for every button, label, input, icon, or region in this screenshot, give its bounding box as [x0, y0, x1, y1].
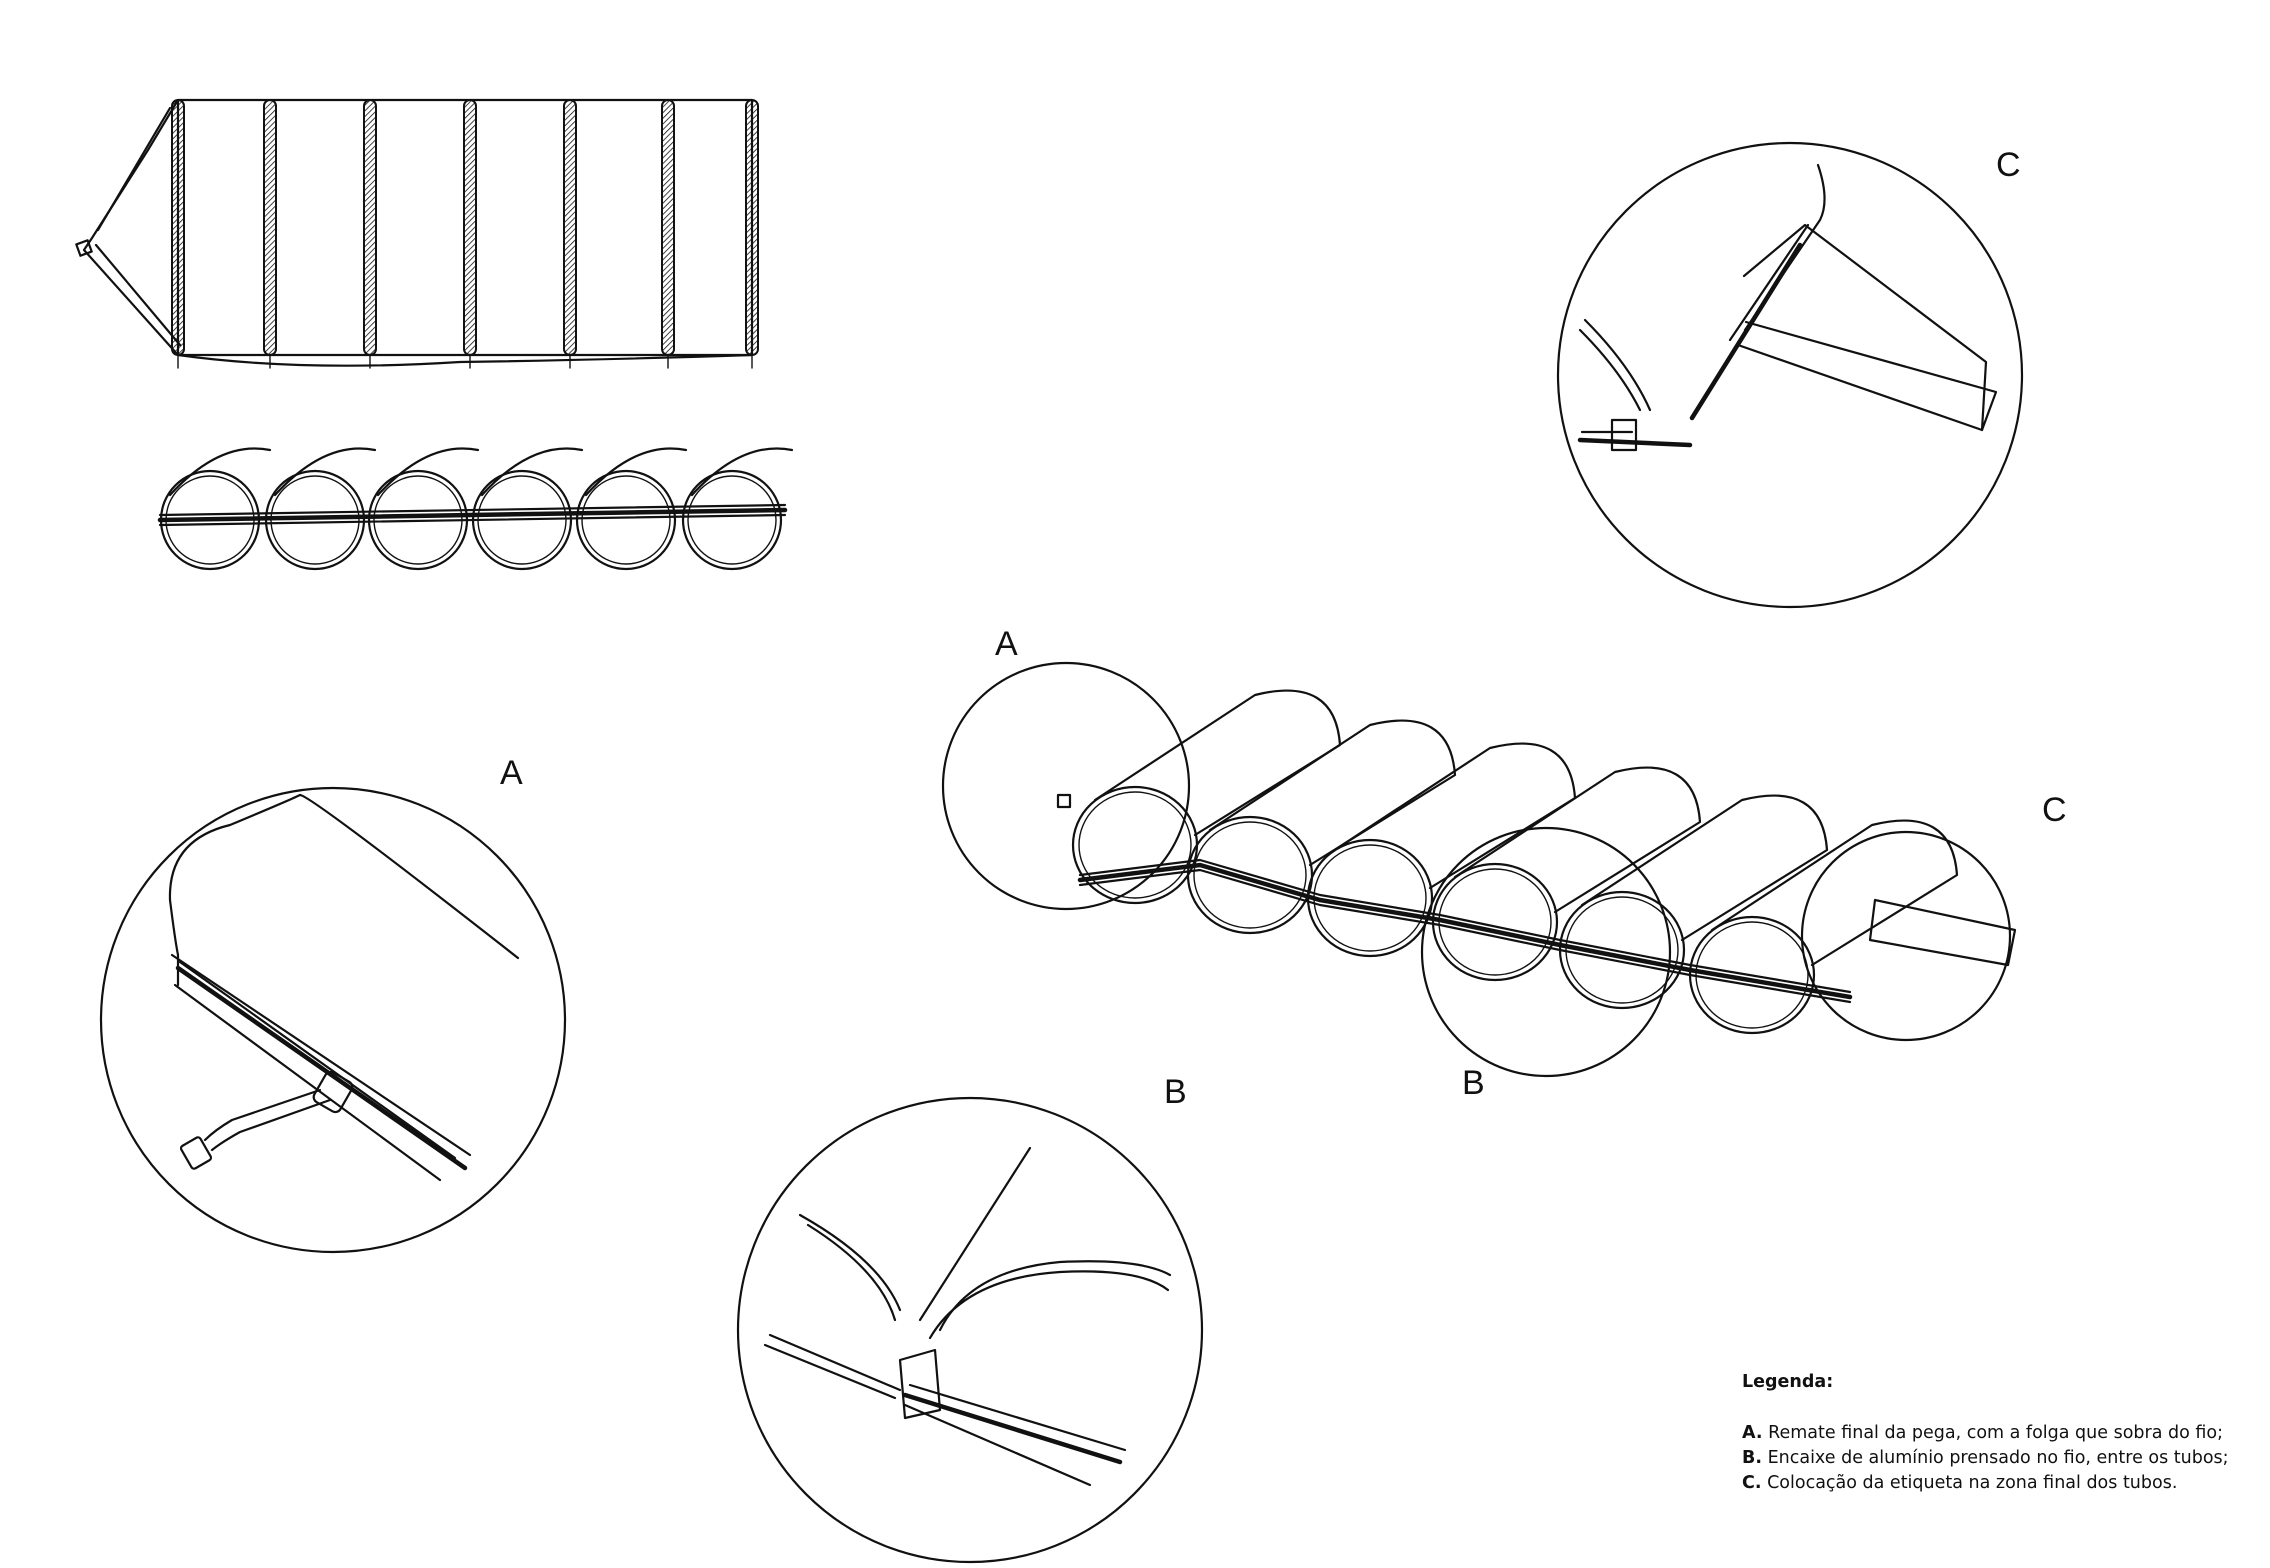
tube-band — [263, 99, 277, 356]
detail-a-label: A — [500, 754, 523, 792]
tube-front-ring — [1306, 838, 1434, 958]
legend-text: Encaixe de alumínio prensado no fio, ent… — [1767, 1448, 2229, 1468]
detail-c-label: C — [1996, 146, 2021, 184]
tube-body — [1093, 689, 1342, 837]
main-a-label: A — [995, 625, 1018, 663]
legend-key: A. — [1742, 1423, 1763, 1443]
tube-body — [1580, 794, 1829, 942]
tube-band — [363, 99, 377, 356]
tube-top-arc — [273, 447, 377, 497]
tube-front-ring-inner — [1313, 844, 1427, 952]
detail-b-label: B — [1164, 1073, 1187, 1111]
tube-top-arc — [376, 447, 480, 497]
main-wire-top — [1078, 858, 1852, 994]
tube-band — [563, 99, 577, 356]
tube-body — [1328, 742, 1577, 890]
tube-band — [171, 99, 185, 356]
main-handle-end — [1056, 793, 1072, 809]
tube-front-ring — [1071, 785, 1199, 905]
tube-top-arc — [690, 447, 794, 497]
tube-end-inner — [687, 475, 777, 565]
tube-top-arc — [480, 447, 584, 497]
tube-band — [661, 99, 675, 356]
legend-title: Legenda: — [1742, 1372, 1834, 1392]
tube-end-inner — [581, 475, 671, 565]
legend-item-c: C. Colocação da etiqueta na zona final d… — [1742, 1471, 2229, 1496]
main-perspective-view — [941, 661, 2017, 1078]
detail-c-circle — [1556, 141, 2024, 609]
tube-front-ring-inner — [1565, 896, 1679, 1004]
main-wire-bottom — [1078, 868, 1852, 1004]
wire-core — [157, 507, 788, 523]
legend-text: Remate final da pega, com a folga que so… — [1768, 1423, 2223, 1443]
wire-line — [158, 513, 787, 527]
main-b-label: B — [1462, 1064, 1485, 1102]
legend-item-b: B. Encaixe de alumínio prensado no fio, … — [1742, 1446, 2229, 1471]
tube-top-arc — [168, 447, 272, 497]
wire-line — [158, 503, 787, 517]
legend-key: C. — [1742, 1473, 1762, 1493]
tube-front-ring — [1431, 862, 1559, 982]
main-label-tag — [1868, 898, 2017, 967]
top-elevation-view — [75, 98, 759, 369]
end-view — [157, 447, 794, 571]
legend-key: B. — [1742, 1448, 1762, 1468]
legend-item-a: A. Remate final da pega, com a folga que… — [1742, 1421, 2229, 1446]
tube-end-circle — [681, 469, 783, 571]
detail-a-circle — [99, 786, 567, 1254]
legend-text: Colocação da etiqueta na zona final dos … — [1767, 1473, 2178, 1493]
tube-band — [463, 99, 477, 356]
tube-front-ring-inner — [1193, 821, 1307, 929]
tube-body — [1710, 819, 1959, 967]
main-c-label: C — [2042, 791, 2067, 829]
tube-end-circle — [575, 469, 677, 571]
tube-band — [745, 99, 759, 356]
tube-body — [1208, 719, 1457, 867]
tube-top-arc — [584, 447, 688, 497]
tube-front-ring-inner — [1078, 791, 1192, 899]
detail-b-circle — [736, 1096, 1204, 1564]
legend: Legenda: A. Remate final da pega, com a … — [1742, 1370, 2229, 1496]
main-wire-core — [1077, 862, 1853, 1000]
tube-body — [1453, 766, 1702, 914]
